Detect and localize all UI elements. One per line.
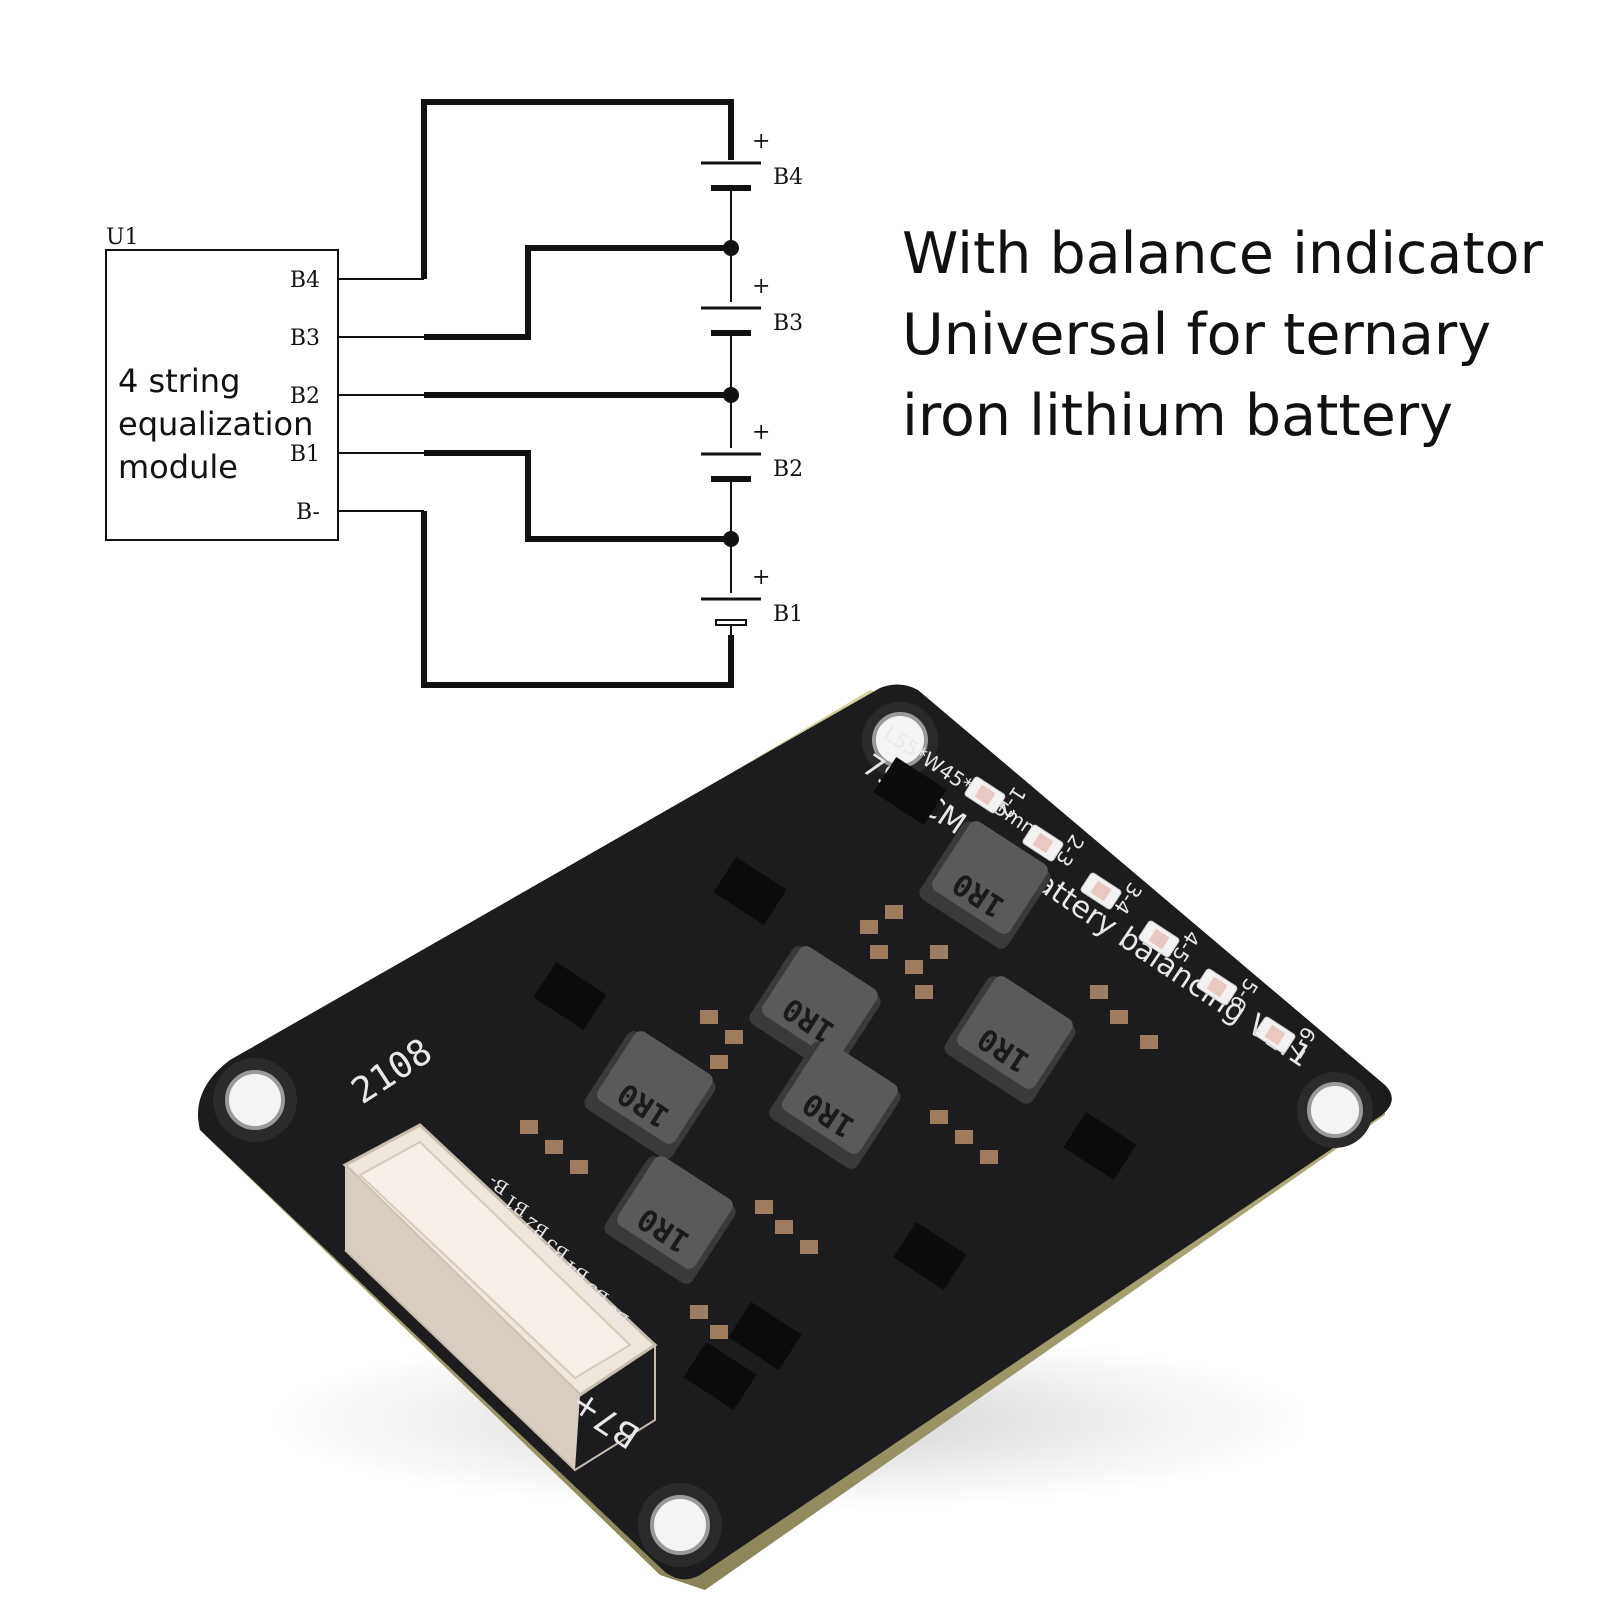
inductor: 1R0 <box>584 1031 716 1159</box>
heading-line-3: iron lithium battery <box>902 383 1453 449</box>
pin-stubs <box>338 278 424 512</box>
cell-b1-label: B1 <box>773 602 803 627</box>
module-ref-label: U1 <box>106 225 139 250</box>
inductor: 1R0 <box>944 976 1076 1104</box>
module-pin-b1: B1 <box>290 442 320 467</box>
cell-b2-label: B2 <box>773 457 803 482</box>
module-name-line-3: module <box>118 448 238 486</box>
cell-b1-symbol <box>701 597 761 626</box>
capacitors <box>520 905 1158 1339</box>
indicator-led <box>1254 1016 1296 1054</box>
module-pin-bminus: B- <box>296 500 320 525</box>
cell-b4-plus: + <box>752 129 770 154</box>
indicator-led <box>1196 968 1238 1006</box>
module-pin-b3: B3 <box>290 326 320 351</box>
inductor: 1R0 <box>919 821 1051 949</box>
cell-b2-plus: + <box>752 420 770 445</box>
indicator-led <box>1138 920 1180 958</box>
module-pin-b2: B2 <box>290 384 320 409</box>
module-name-line-1: 4 string <box>118 362 241 400</box>
module-pin-b4: B4 <box>290 268 320 293</box>
junction-dots <box>723 240 739 547</box>
cell-b3-label: B3 <box>773 311 803 336</box>
module-name-line-2: equalization <box>118 405 314 443</box>
mounting-holes <box>213 702 1373 1567</box>
cell-b4-label: B4 <box>773 165 803 190</box>
indicator-led <box>1080 872 1122 910</box>
heading-line-2: Universal for ternary <box>902 302 1492 368</box>
wiring-schematic: U1 B4 B3 B2 B1 B- <box>105 99 803 688</box>
smd-components <box>533 757 1137 1410</box>
cell-b3-symbol <box>701 306 761 336</box>
indicator-led <box>964 776 1006 814</box>
heading-line-1: With balance indicator <box>902 221 1543 287</box>
inductor: 1R0 <box>769 1041 901 1169</box>
cell-b3-plus: + <box>752 274 770 299</box>
cell-b1-plus: + <box>752 565 770 590</box>
cell-b2-symbol <box>701 452 761 482</box>
indicator-led <box>1022 824 1064 862</box>
balance-connector <box>342 1123 658 1472</box>
inductor: 1R0 <box>604 1156 736 1284</box>
inductor: 1R0 <box>749 946 881 1074</box>
cell-b4-symbol <box>701 161 761 191</box>
